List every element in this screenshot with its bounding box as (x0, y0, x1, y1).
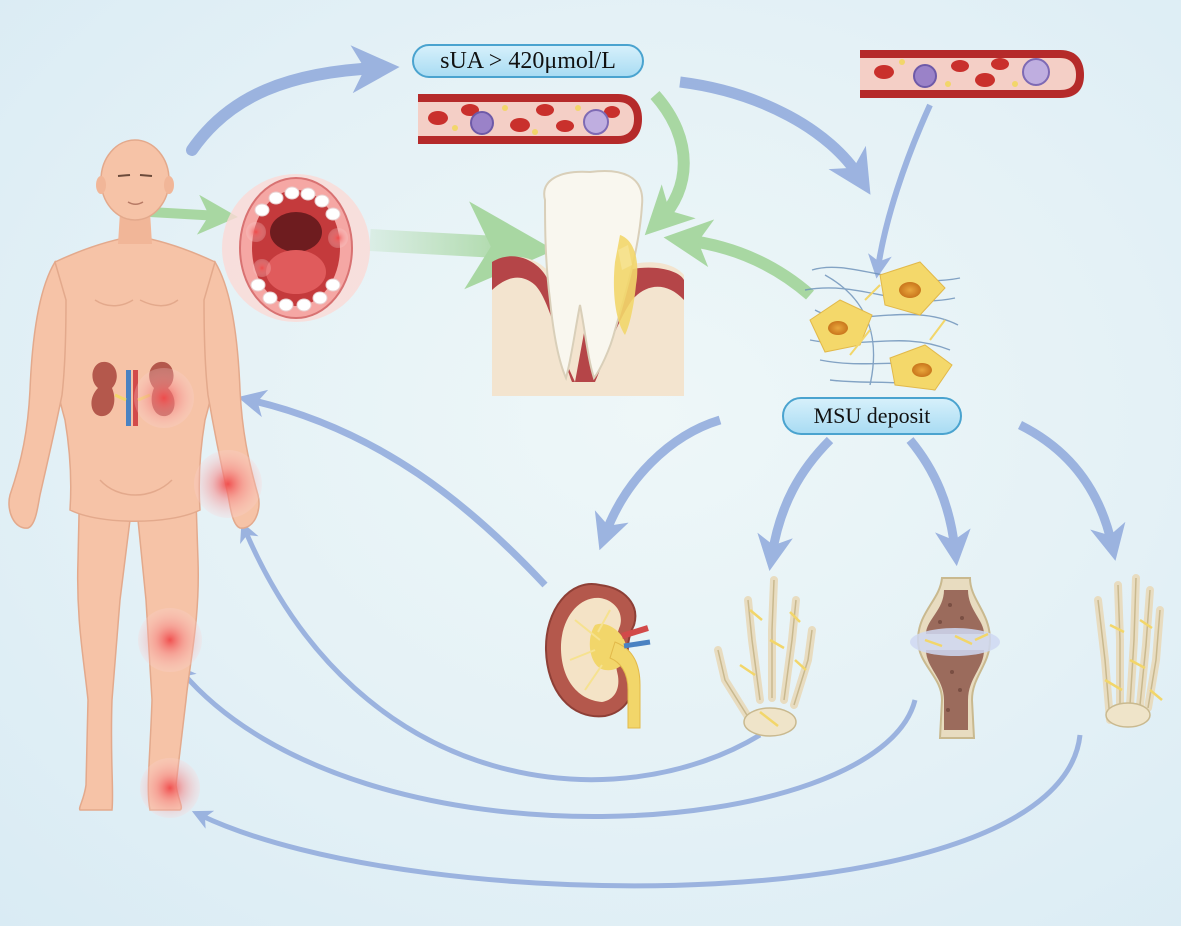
blood-vessel-center (418, 94, 642, 144)
green-arrow-msu-to-tooth (663, 219, 814, 300)
foot-skeleton-with-crystals (1094, 574, 1164, 728)
green-arrow-mouth-to-tooth (369, 201, 555, 290)
blue-arrow-vessel-to-crystals (868, 103, 933, 279)
tooth-with-periodontitis (492, 170, 684, 396)
blue-arrow-msu-to-hand (757, 436, 834, 571)
blue-arrow-kidney-to-body (237, 389, 548, 588)
open-mouth-illustration (222, 174, 370, 322)
hand-skeleton-with-crystals (714, 576, 816, 737)
inflammation-spots (134, 368, 262, 818)
inflammation-wrist (194, 450, 262, 518)
blue-arrow-body-to-blood (186, 45, 400, 156)
blue-arrow-msu-to-foot (1017, 420, 1126, 561)
blue-arrow-hand-to-body (240, 521, 762, 783)
blood-vessel-top-right (860, 50, 1084, 98)
inflammation-ankle (140, 758, 200, 818)
blue-arrow-msu-to-joint (906, 437, 971, 567)
blue-arrow-msu-to-kidney (594, 415, 722, 551)
blue-arrow-blood-to-msu (679, 76, 871, 195)
inflammation-kidney-area (134, 368, 194, 428)
serum-uric-acid-label: sUA > 420μmol/L (412, 44, 644, 78)
blue-arrow-joint-to-knee (176, 665, 918, 820)
green-arrow-blood-to-tooth (644, 91, 696, 236)
msu-deposit-label: MSU deposit (782, 397, 962, 435)
green-arrow-face-to-mouth (149, 194, 238, 235)
blue-arrow-foot-to-ankle (191, 734, 1083, 889)
joint-cross-section (910, 577, 1000, 739)
kidney-with-crystals (544, 583, 651, 729)
inflammation-knee (138, 608, 202, 672)
msu-crystal-cluster (804, 261, 961, 391)
